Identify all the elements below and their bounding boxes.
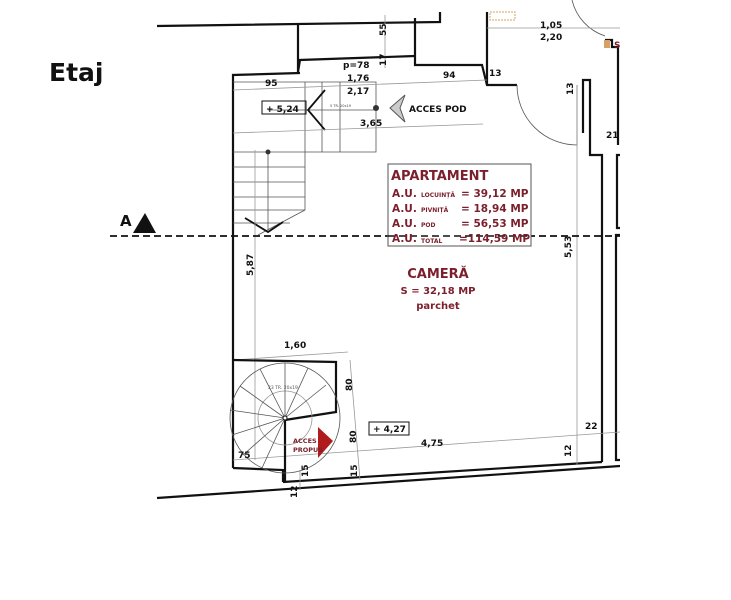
wall-hatch xyxy=(489,11,516,21)
dim-label: 15 xyxy=(301,464,311,477)
door-swing-arc xyxy=(516,84,578,146)
dim-label: 17 xyxy=(379,53,389,66)
dim-label: p=78 xyxy=(343,61,370,71)
section-arrow-icon xyxy=(133,213,156,233)
apartment-summary-box xyxy=(387,163,532,247)
left-wall xyxy=(231,71,301,468)
dim-label: 22 xyxy=(585,422,598,432)
dimension-lines xyxy=(232,15,621,490)
area-row-value: = 18,94 MP xyxy=(461,203,529,215)
area-row-sub: POD xyxy=(421,222,435,229)
area-row-label: A.U. xyxy=(392,218,417,230)
dim-label: 80 xyxy=(345,378,355,391)
dim-label: 12 xyxy=(290,485,300,498)
room-area: S = 32,18 MP xyxy=(401,286,476,297)
dim-label: 2,17 xyxy=(347,87,369,97)
acces-propus-label: PROPUS xyxy=(293,446,323,454)
far-right-wall-lower xyxy=(615,153,620,230)
area-row-label: A.U. xyxy=(392,203,417,215)
bottom-outer-wall xyxy=(156,464,621,500)
dim-label: 55 xyxy=(379,23,389,36)
dim-label: 5,53 xyxy=(564,236,574,258)
level-box-upper xyxy=(261,100,307,115)
dim-label: 1,60 xyxy=(284,341,306,351)
area-row-sub: PIVNIȚĂ xyxy=(421,207,449,214)
area-row-sub: LOCUINȚĂ xyxy=(421,192,455,199)
spiral-stair xyxy=(229,358,341,482)
area-row-value: = 39,12 MP xyxy=(461,188,529,200)
dim-label: 80 xyxy=(349,430,359,443)
floor-label: Etaj xyxy=(49,58,104,87)
area-row-value: = 56,53 MP xyxy=(461,218,529,230)
apartment-rows: A.U. LOCUINȚĂ = 39,12 MP A.U. PIVNIȚĂ = … xyxy=(392,188,530,245)
bottom-wall xyxy=(232,466,285,482)
arrow-icon-propus xyxy=(318,427,333,458)
far-right-wall xyxy=(605,38,620,145)
area-row-sub: TOTAL xyxy=(421,238,442,245)
level-upper: + 5,24 xyxy=(266,105,299,115)
dim-label: 21 xyxy=(606,131,619,141)
bottom-inner-wall xyxy=(282,460,603,484)
top-outer-wall xyxy=(156,12,442,28)
wall-hatch xyxy=(604,40,610,48)
stair-note: 23 TR. 20x19 xyxy=(268,385,298,391)
acces-propus-label: ACCES xyxy=(293,437,317,445)
room-name: CAMERĂ xyxy=(407,266,469,282)
walls xyxy=(156,11,621,500)
level-lower: + 4,27 xyxy=(373,425,406,435)
dim-label: 4,75 xyxy=(421,439,443,449)
dim-label: 75 xyxy=(238,451,251,461)
straight-stair xyxy=(233,81,379,236)
area-row-label: A.U. xyxy=(392,233,417,245)
arrow-icon-pod xyxy=(389,94,406,123)
dim-label: 15 xyxy=(350,464,360,477)
dimension-labels: p=78 1,76 2,17 95 94 13 1,05 2,20 21 3,6… xyxy=(238,21,619,498)
area-row-label: A.U. xyxy=(392,188,417,200)
right-wall xyxy=(581,78,604,462)
door-swing-arc-top xyxy=(571,0,606,37)
dim-label: 1,76 xyxy=(347,74,369,84)
room-floor-finish: parchet xyxy=(416,301,460,312)
dim-label: 5,87 xyxy=(246,254,256,276)
dim-label: 94 xyxy=(443,71,456,81)
upper-void-walls xyxy=(296,25,416,73)
dim-label: 2,20 xyxy=(540,33,562,43)
area-row-value: =114,59 MP xyxy=(459,233,530,245)
s-mark: S xyxy=(614,41,620,51)
dim-label: 1,05 xyxy=(540,21,562,31)
dim-label: 13 xyxy=(566,82,576,95)
far-right-wall-bottom xyxy=(614,233,620,462)
dim-label: 13 xyxy=(489,69,502,79)
apartment-title: APARTAMENT xyxy=(391,169,488,184)
acces-pod-label: ACCES POD xyxy=(409,105,467,115)
level-box-lower xyxy=(368,421,410,436)
dim-label: 3,65 xyxy=(360,119,382,129)
dim-label: 95 xyxy=(265,79,278,89)
dim-label: 12 xyxy=(564,444,574,457)
stair-note: 5 TR. 20x19 xyxy=(330,104,351,108)
top-right-wall xyxy=(413,18,517,87)
section-marker: A xyxy=(120,212,132,230)
